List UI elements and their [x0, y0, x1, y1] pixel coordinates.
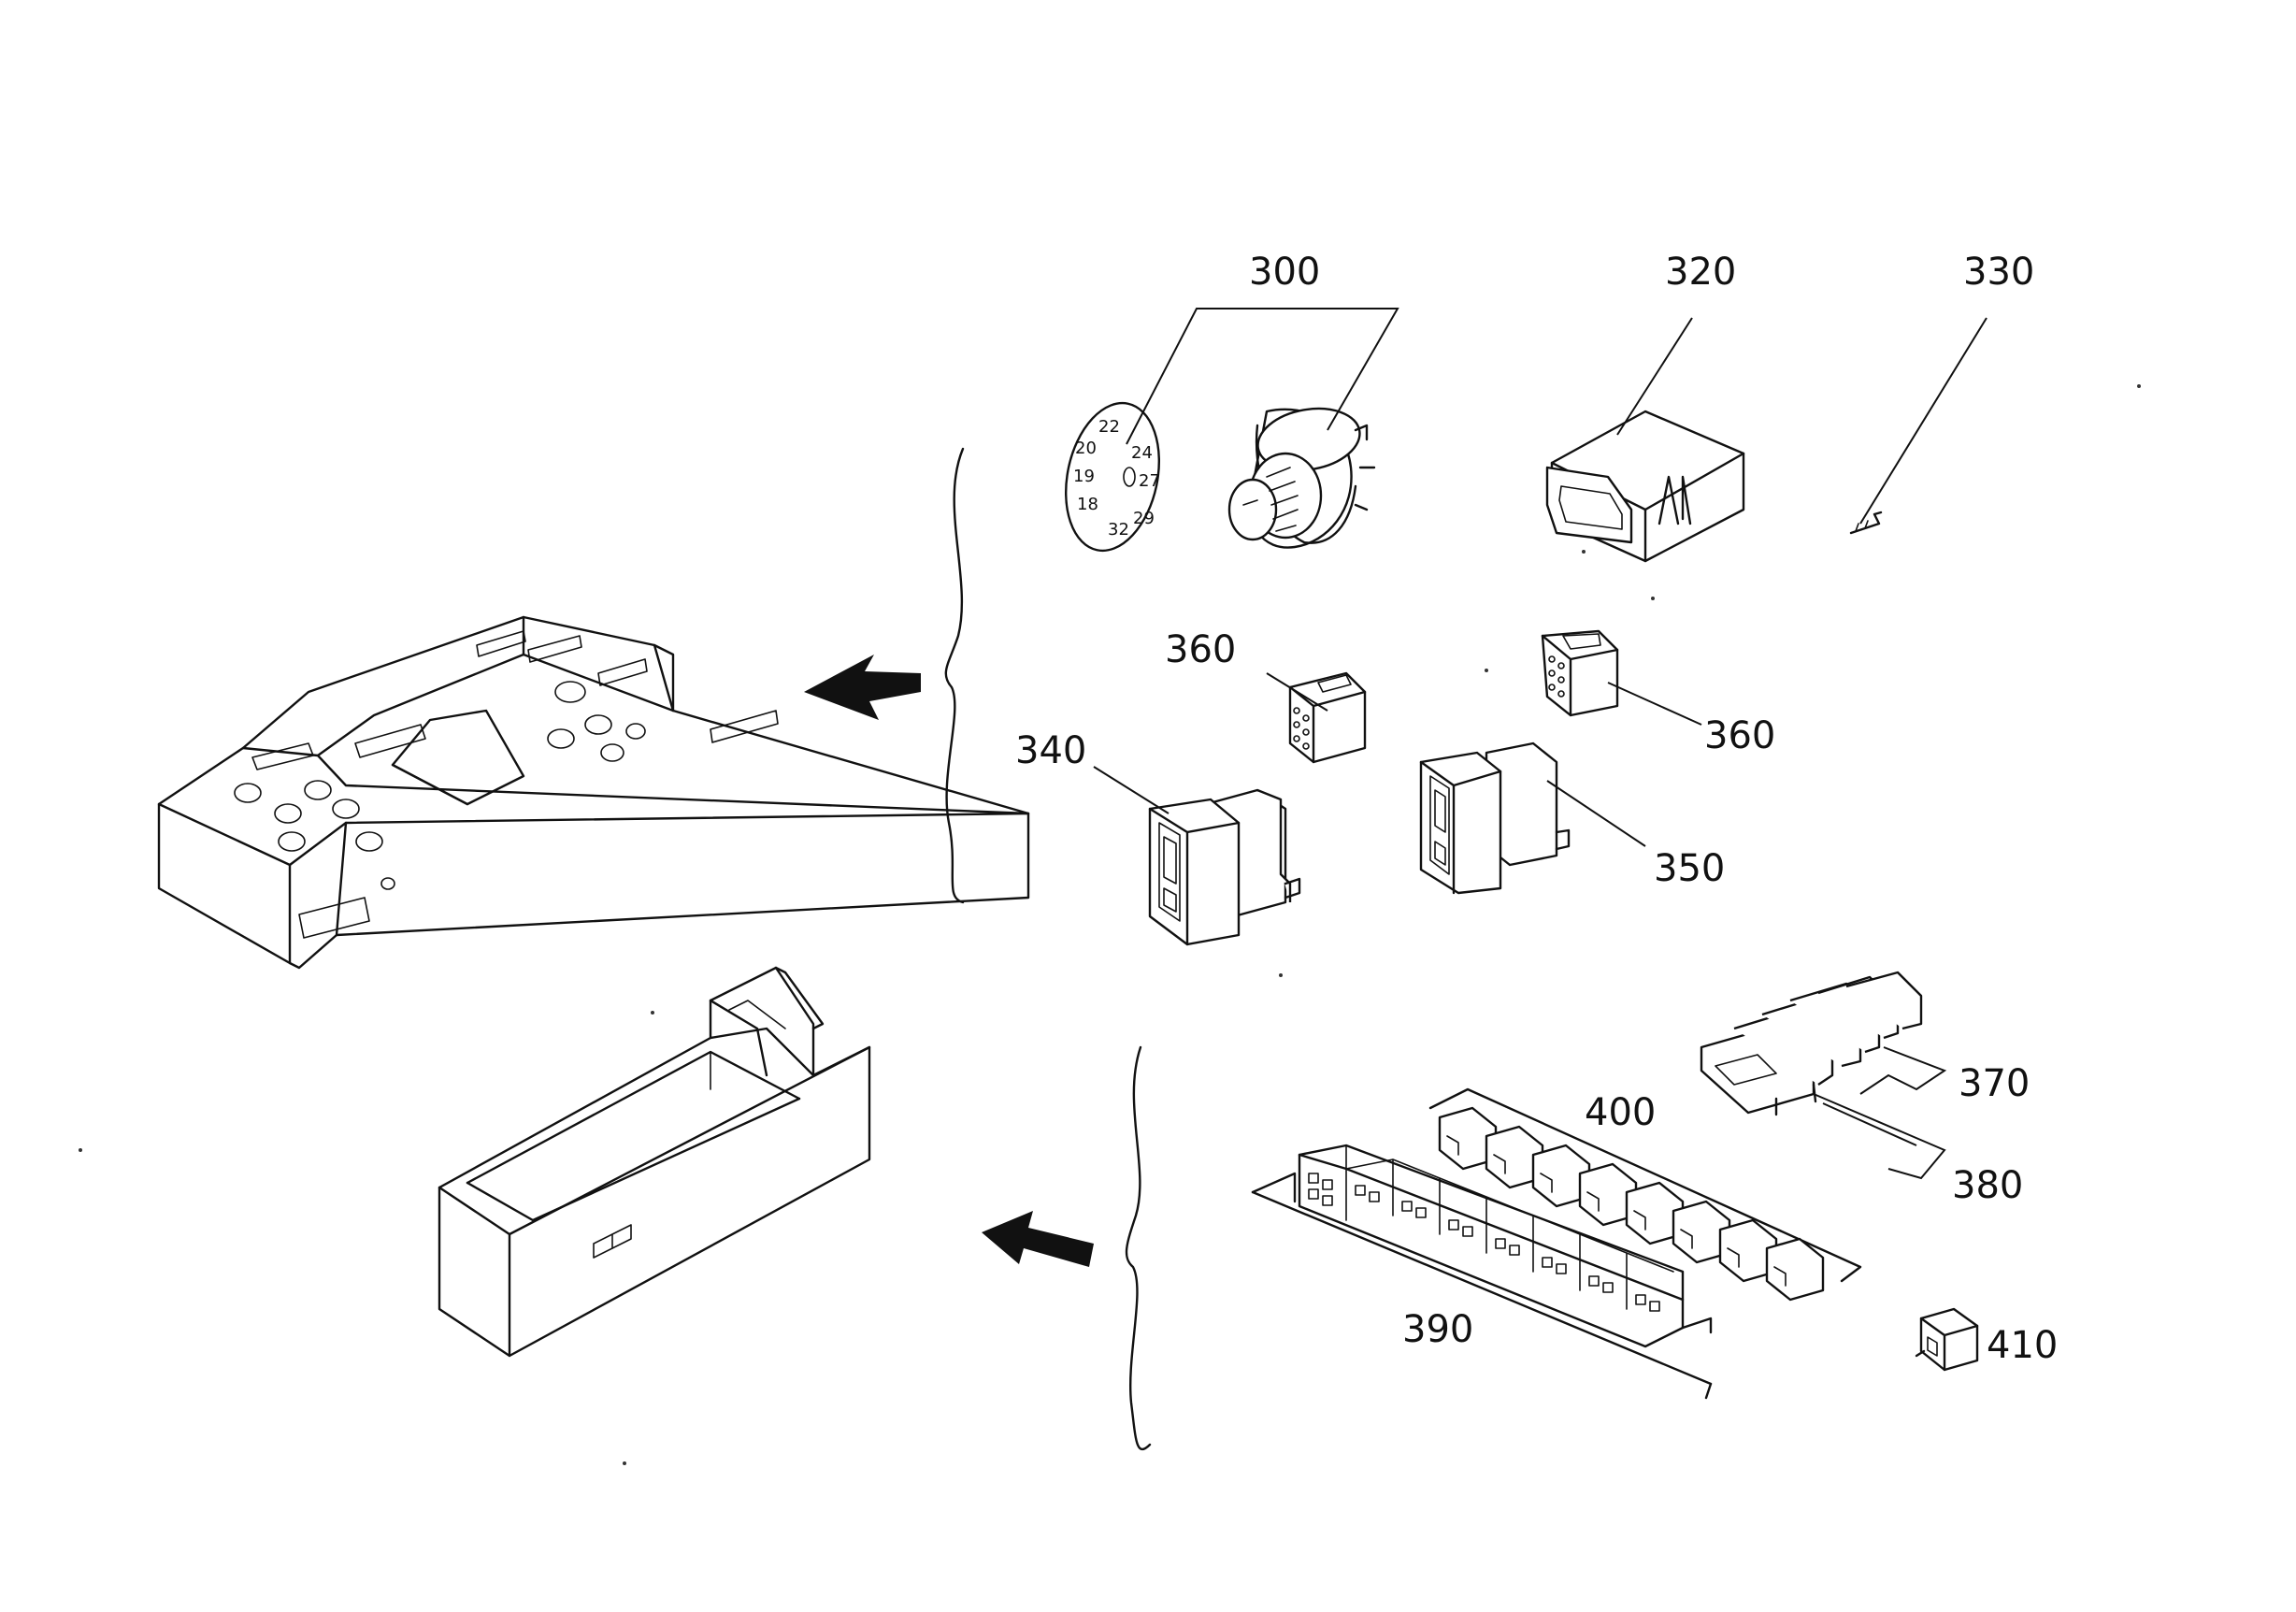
label-390: 390	[1402, 1308, 1473, 1351]
leader-lines	[1093, 308, 1987, 1180]
label-370: 370	[1959, 1062, 2030, 1105]
label-400: 400	[1585, 1091, 1656, 1134]
label-330: 330	[1963, 251, 2034, 294]
dashboard-console	[157, 615, 1030, 970]
rocker-switch-340	[1148, 788, 1301, 946]
svg-text:32: 32	[1108, 520, 1129, 540]
connector-360-left	[1288, 671, 1367, 764]
temperature-dial-300: 22 20 19 18 32 29 24 27	[1064, 401, 1161, 553]
brace-lower	[1125, 1045, 1152, 1451]
rocker-switch-350	[1419, 741, 1571, 895]
reference-labels: 300 320 330 360 360 340 350 370 400 380 …	[1015, 251, 2058, 1367]
svg-text:20: 20	[1075, 439, 1097, 458]
svg-text:22: 22	[1098, 417, 1120, 437]
relay-410	[1915, 1307, 1979, 1372]
svg-text:18: 18	[1077, 495, 1098, 514]
svg-text:27: 27	[1139, 471, 1160, 491]
connector-360-right	[1541, 629, 1619, 717]
svg-text:24: 24	[1131, 443, 1153, 463]
svg-text:29: 29	[1133, 509, 1155, 528]
relay-strip-390	[1251, 1144, 1713, 1400]
relay-tray	[438, 966, 871, 1358]
label-360-right: 360	[1704, 714, 1775, 757]
svg-text:19: 19	[1073, 467, 1095, 486]
label-350: 350	[1654, 847, 1725, 890]
label-360-left: 360	[1165, 628, 1236, 671]
fuse-holders-370-380	[1700, 971, 1923, 1116]
arrow-upper-icon	[804, 655, 921, 720]
brace-upper	[944, 447, 965, 904]
control-module-320	[1545, 410, 1745, 563]
label-340: 340	[1015, 729, 1086, 772]
arrow-lower-icon	[982, 1211, 1094, 1267]
label-320: 320	[1665, 251, 1736, 294]
label-300: 300	[1249, 251, 1320, 294]
terminal-pin-330	[1849, 511, 1883, 535]
label-380: 380	[1952, 1164, 2023, 1207]
rotary-knob-300	[1227, 407, 1376, 549]
scan-specks	[79, 384, 2141, 1465]
label-410: 410	[1987, 1324, 2058, 1367]
relay-row-400	[1428, 1087, 1862, 1302]
